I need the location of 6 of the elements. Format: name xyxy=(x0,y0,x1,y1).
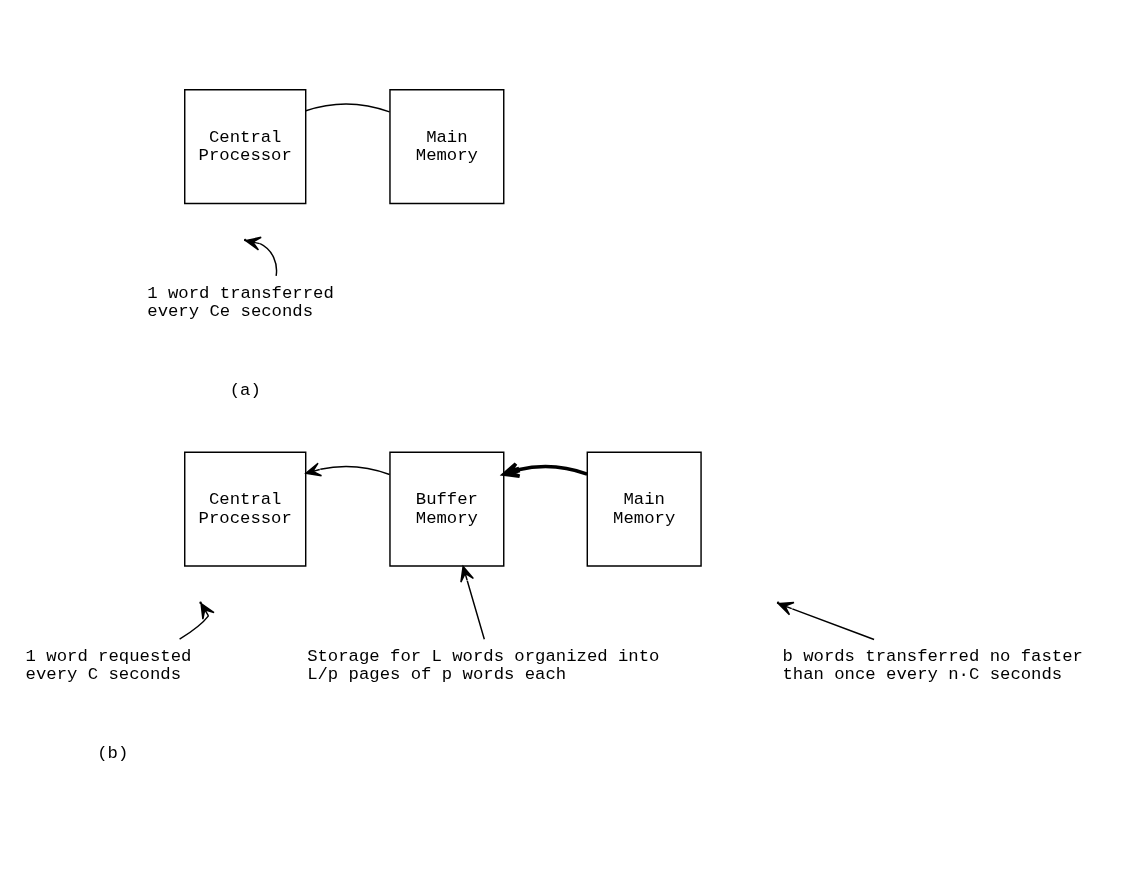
node-text: b words transferred no faster than once every n·C seconds xyxy=(782,646,1083,685)
node-text: Storage for L words organized into L/p pages of p words each xyxy=(307,646,660,685)
node-text: 1 word transferred every Ce seconds xyxy=(147,283,334,322)
label: (b) xyxy=(97,743,129,763)
label: (a) xyxy=(229,380,261,400)
node-text: 1 word requested every C seconds xyxy=(25,646,192,685)
